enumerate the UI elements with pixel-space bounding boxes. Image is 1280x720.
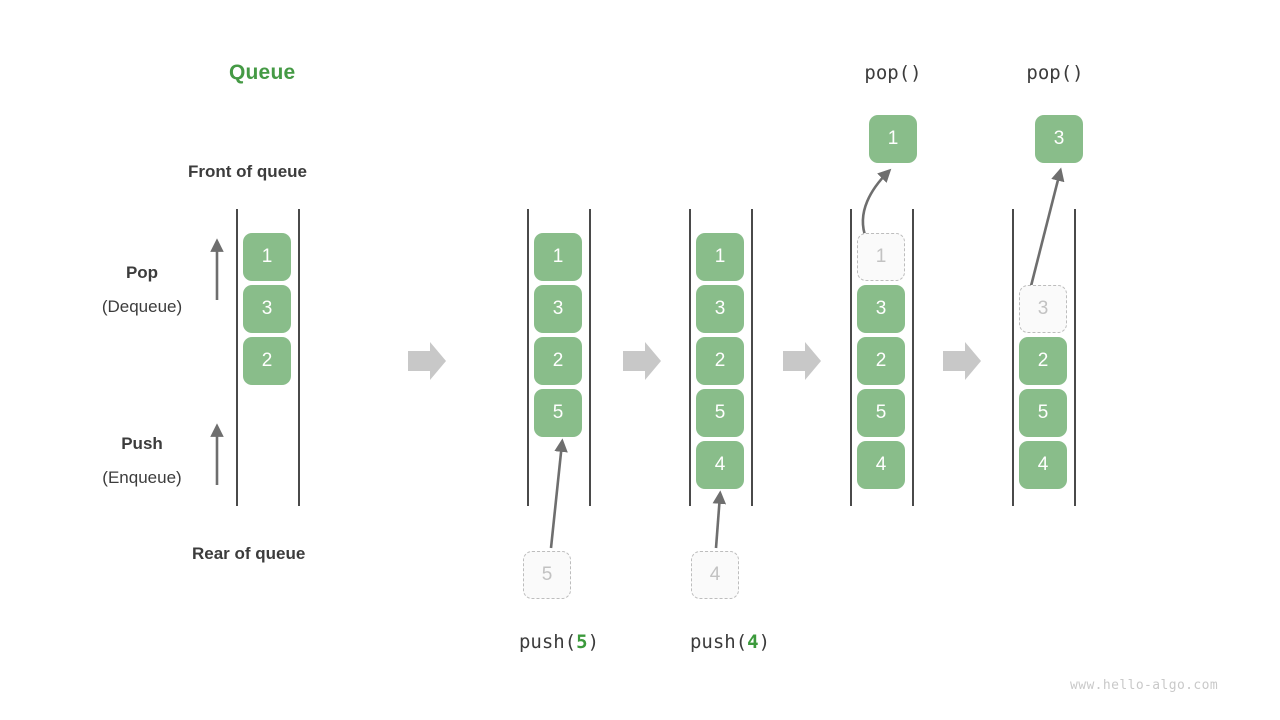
queue-item: 3 [696, 285, 744, 333]
track-line-right [1074, 209, 1076, 506]
front-of-queue-label: Front of queue [188, 162, 307, 181]
step-arrow [408, 342, 446, 380]
column-header: pop() [864, 62, 922, 84]
step-arrow [943, 342, 981, 380]
caption-suffix: ) [758, 631, 771, 653]
queue-item: 2 [1019, 337, 1067, 385]
queue-item: 5 [534, 389, 582, 437]
column-caption: push(4) [641, 631, 819, 653]
step-arrow [623, 342, 661, 380]
track-line-left [236, 209, 238, 506]
track-line-right [589, 209, 591, 506]
popped-item: 3 [1035, 115, 1083, 163]
pop-arrow-1 [861, 168, 892, 239]
track-line-right [298, 209, 300, 506]
queue-item: 4 [1019, 441, 1067, 489]
track-line-left [689, 209, 691, 506]
queue-item: 1 [534, 233, 582, 281]
column-caption: push(5) [470, 631, 648, 653]
queue-item: 4 [696, 441, 744, 489]
queue-item: 3 [534, 285, 582, 333]
queue-item: 5 [696, 389, 744, 437]
queue-item: 1 [243, 233, 291, 281]
queue-item-removed: 3 [1019, 285, 1067, 333]
step-arrow [783, 342, 821, 380]
pop-label: Pop [125, 263, 159, 282]
queue-item: 2 [243, 337, 291, 385]
column-header: pop() [1026, 62, 1084, 84]
queue-item: 5 [857, 389, 905, 437]
rear-of-queue-label: Rear of queue [192, 544, 306, 563]
watermark: www.hello-algo.com [1070, 678, 1219, 693]
queue-item: 5 [1019, 389, 1067, 437]
queue-item-removed: 1 [857, 233, 905, 281]
queue-item: 1 [696, 233, 744, 281]
track-line-left [527, 209, 529, 506]
caption-prefix: push( [518, 631, 577, 653]
queue-item: 3 [857, 285, 905, 333]
page-title: Queue [229, 61, 296, 84]
caption-suffix: ) [587, 631, 600, 653]
track-line-left [1012, 209, 1014, 506]
queue-item: 3 [243, 285, 291, 333]
caption-value: 5 [576, 631, 588, 653]
track-line-right [912, 209, 914, 506]
caption-prefix: push( [689, 631, 748, 653]
queue-item: 2 [534, 337, 582, 385]
queue-item: 4 [857, 441, 905, 489]
track-line-left [850, 209, 852, 506]
queue-item: 2 [696, 337, 744, 385]
pending-push-item: 5 [523, 551, 571, 599]
push-arrow-5 [549, 438, 568, 549]
pop-arrow-3 [1028, 167, 1065, 291]
push-sublabel: (Enqueue) [102, 468, 182, 487]
push-label: Push [121, 434, 163, 453]
caption-value: 4 [747, 631, 759, 653]
popped-item: 1 [869, 115, 917, 163]
track-line-right [751, 209, 753, 506]
queue-item: 2 [857, 337, 905, 385]
pending-push-item: 4 [691, 551, 739, 599]
push-arrow-4 [712, 490, 727, 549]
pop-sublabel: (Dequeue) [101, 297, 183, 316]
